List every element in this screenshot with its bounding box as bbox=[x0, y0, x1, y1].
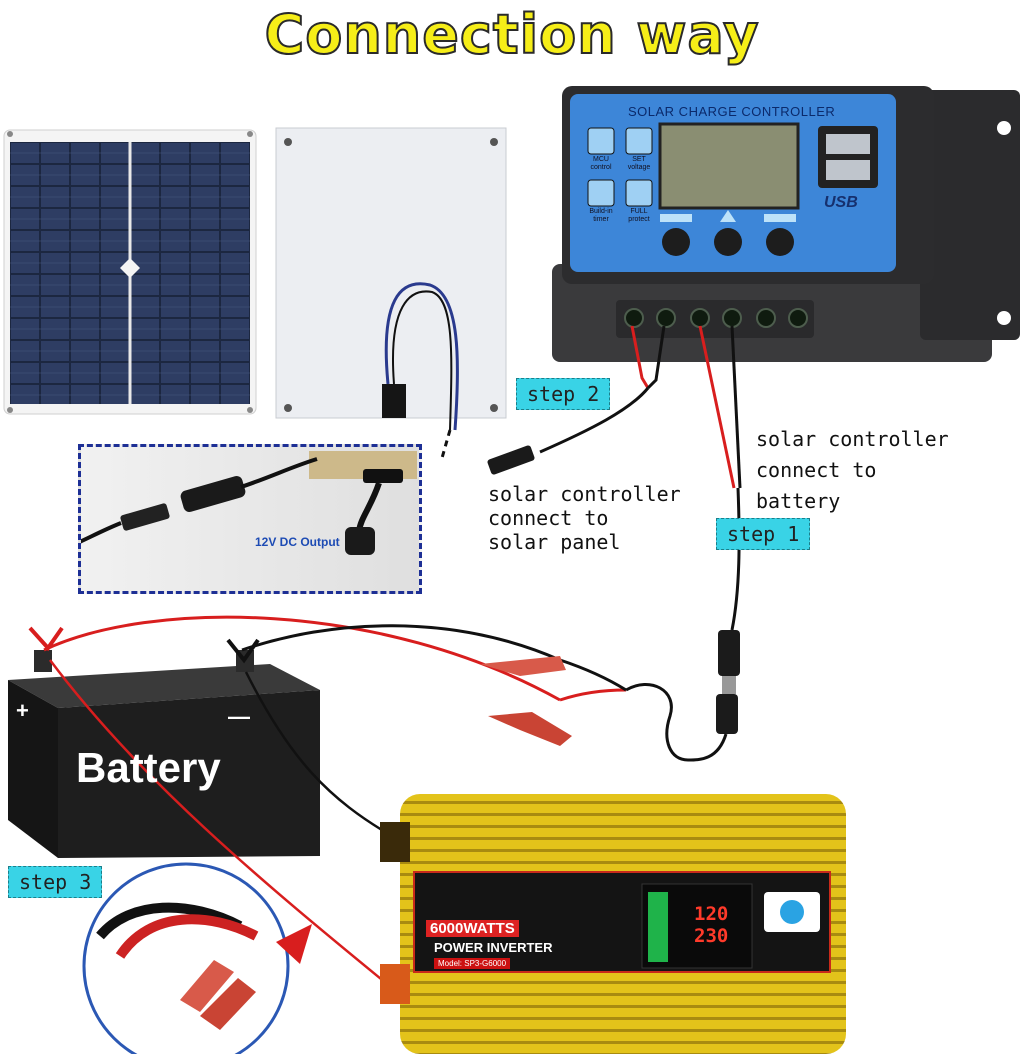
inverter-display-bottom: 230 bbox=[694, 925, 729, 947]
controller-title: SOLAR CHARGE CONTROLLER bbox=[628, 104, 836, 119]
battery-minus: — bbox=[228, 704, 250, 729]
page-title: Connection way bbox=[264, 2, 760, 67]
step-3-badge: step 3 bbox=[8, 866, 103, 898]
battery-cable bbox=[625, 325, 742, 762]
icon-label-timer: Build-in timer bbox=[589, 208, 613, 223]
clips-detail bbox=[82, 862, 312, 1054]
usb-label: USB bbox=[824, 194, 858, 211]
battery-plus: + bbox=[16, 698, 29, 723]
step-1-badge: step 1 bbox=[716, 518, 811, 550]
inverter-name: POWER INVERTER bbox=[434, 940, 553, 955]
inverter-model: Model: SP3-G6000 bbox=[434, 958, 511, 969]
note-controller-panel: solar controller connect to solar panel bbox=[488, 482, 681, 554]
clip-wires bbox=[28, 615, 627, 989]
power-inverter bbox=[380, 794, 846, 1054]
icon-label-mcu: MCU control bbox=[590, 156, 612, 171]
dc-connector-illustration bbox=[81, 451, 417, 555]
solar-panel-back bbox=[275, 127, 507, 459]
solar-panel-front bbox=[3, 129, 257, 415]
charge-controller bbox=[552, 86, 1020, 362]
battery bbox=[8, 650, 320, 858]
icon-label-protect: FULL protect bbox=[628, 208, 650, 223]
dc-output-inset: 12V DC Output bbox=[78, 444, 422, 594]
icon-label-set: SET voltage bbox=[627, 156, 651, 171]
inverter-display-top: 120 bbox=[694, 903, 729, 925]
panel-cable bbox=[487, 325, 666, 475]
note-controller-battery: solar controller connect to battery bbox=[756, 427, 949, 513]
step-2-badge: step 2 bbox=[516, 378, 611, 410]
dc-output-label: 12V DC Output bbox=[255, 535, 340, 549]
battery-label: Battery bbox=[76, 744, 221, 791]
inverter-watts: 6000WATTS bbox=[426, 920, 519, 937]
